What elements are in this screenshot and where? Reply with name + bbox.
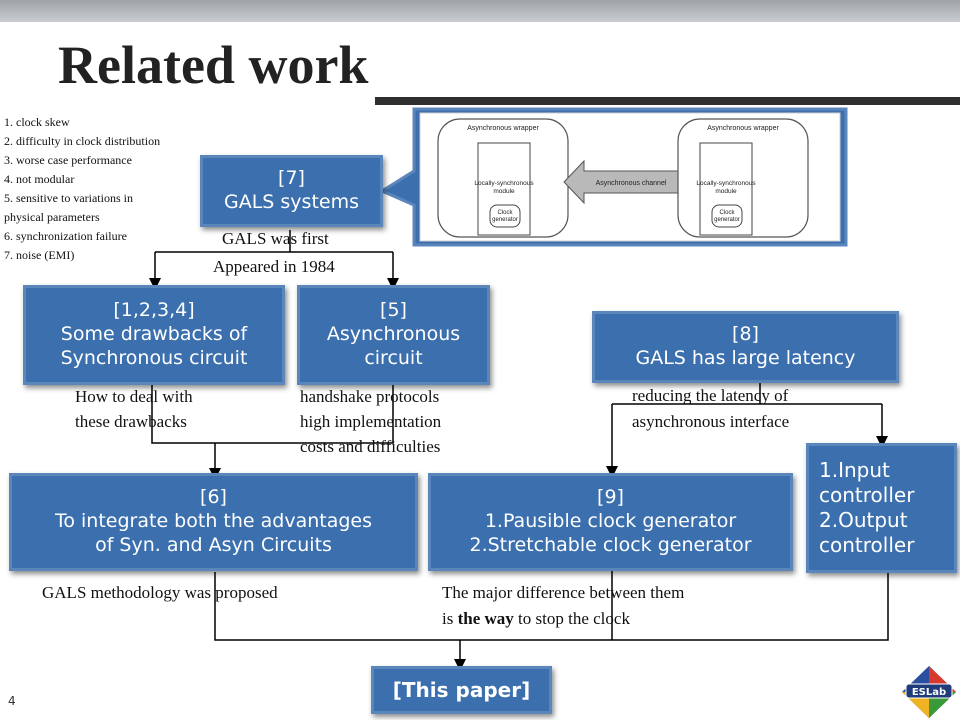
- note-major-difference: The major difference between them is the…: [442, 582, 684, 630]
- box-line: To integrate both the advantages: [54, 510, 372, 533]
- box-ref: [8]: [732, 323, 759, 346]
- wrapper-left-label: Asynchronous wrapper: [467, 125, 539, 132]
- drawback-item: 5. sensitive to variations in: [4, 191, 133, 205]
- note-line: handshake protocols: [300, 387, 440, 406]
- box-io-controllers: 1.Input controller 2.Output controller: [806, 443, 957, 573]
- box-this-paper: [This paper]: [371, 666, 552, 714]
- logo-text: ESLab: [912, 687, 946, 698]
- box-ref7-gals-systems: [7] GALS systems: [200, 155, 383, 227]
- note-line: The major difference between them: [442, 583, 685, 602]
- clock-left-box: [489, 204, 521, 228]
- slide-title: Related work: [58, 35, 369, 95]
- drawback-item: 3. worse case performance: [4, 153, 132, 167]
- note-line: reducing the latency of: [632, 386, 789, 405]
- note-text: is: [442, 609, 458, 629]
- box-line: controller: [819, 483, 915, 507]
- box-line: 2.Output: [819, 508, 908, 532]
- drawback-item: 1. clock skew: [4, 115, 70, 129]
- note-line: Appeared in 1984: [213, 257, 335, 276]
- box-line: GALS systems: [224, 191, 359, 213]
- box-line: 1.Input: [819, 458, 890, 482]
- box-ref: [9]: [597, 486, 624, 509]
- box-ref: [5]: [380, 299, 407, 322]
- note-line: How to deal with: [75, 387, 193, 406]
- connector-7-split: [155, 230, 393, 253]
- box-line: [This paper]: [392, 677, 531, 702]
- note-reducing-latency: reducing the latency of asynchronous int…: [632, 385, 789, 433]
- note-line: costs and difficulties: [300, 437, 441, 457]
- note-text: to stop the clock: [513, 609, 630, 629]
- connector-8-split: [612, 383, 882, 405]
- drawback-item: physical parameters: [4, 210, 100, 224]
- note-line: these drawbacks: [75, 412, 187, 432]
- note-how-to-deal: How to deal with these drawbacks: [75, 386, 193, 433]
- box-ref8-large-latency: [8] GALS has large latency: [592, 311, 899, 383]
- box-line: circuit: [364, 346, 423, 369]
- note-handshake: handshake protocols high implementation …: [300, 386, 441, 458]
- box-ref: [6]: [200, 486, 227, 509]
- eslab-logo: ESLab: [902, 666, 956, 718]
- box-line: Asynchronous: [326, 323, 461, 346]
- box-ref5-async-circuit: [5] Asynchronous circuit: [297, 285, 490, 385]
- connector-1234-5-join: [151, 385, 394, 444]
- note-emphasis: the way: [457, 609, 514, 629]
- note-line: GALS was first: [222, 229, 329, 248]
- drawbacks-list: 1. clock skew 2. difficulty in clock dis…: [4, 113, 160, 265]
- note-line: high implementation: [300, 412, 442, 432]
- drawback-item: 2. difficulty in clock distribution: [4, 134, 161, 148]
- box-line: controller: [819, 533, 915, 557]
- title-underline-bar: [375, 97, 960, 105]
- box-line: Synchronous circuit: [60, 346, 248, 369]
- page-number: 4: [8, 694, 16, 708]
- box-line: Some drawbacks of: [60, 323, 248, 346]
- clock-right-box: [711, 204, 743, 228]
- note-gals-first: GALS was first: [222, 228, 329, 250]
- note-appeared-1984: Appeared in 1984: [213, 256, 335, 278]
- box-line: 2.Stretchable clock generator: [469, 533, 752, 556]
- box-ref: [7]: [278, 167, 305, 190]
- box-ref1234-drawbacks: [1,2,3,4] Some drawbacks of Synchronous …: [23, 285, 285, 385]
- drawback-item: 6. synchronization failure: [4, 229, 127, 243]
- box-ref6-integrate: [6] To integrate both the advantages of …: [9, 473, 418, 571]
- note-gals-methodology: GALS methodology was proposed: [42, 582, 278, 604]
- box-line: 1.Pausible clock generator: [484, 510, 737, 533]
- note-line-2: is the way to stop the clock: [442, 608, 684, 630]
- top-banner: [0, 0, 960, 22]
- async-channel-label: Asynchronous channel: [596, 180, 667, 187]
- note-line: GALS methodology was proposed: [42, 583, 278, 602]
- wrapper-right-label: Asynchronous wrapper: [707, 125, 779, 132]
- drawback-item: 7. noise (EMI): [4, 248, 75, 262]
- drawback-item: 4. not modular: [4, 172, 75, 186]
- box-line: of Syn. and Asyn Circuits: [95, 533, 332, 556]
- connector-bottom-join: [214, 572, 889, 641]
- box-line: GALS has large latency: [635, 347, 856, 369]
- gals-callout: Asynchronous wrapper Locally-synchronous…: [380, 107, 848, 247]
- box-ref: [1,2,3,4]: [113, 299, 195, 322]
- box-ref9-clock-generators: [9] 1.Pausible clock generator 2.Stretch…: [428, 473, 793, 571]
- note-line: asynchronous interface: [632, 412, 790, 432]
